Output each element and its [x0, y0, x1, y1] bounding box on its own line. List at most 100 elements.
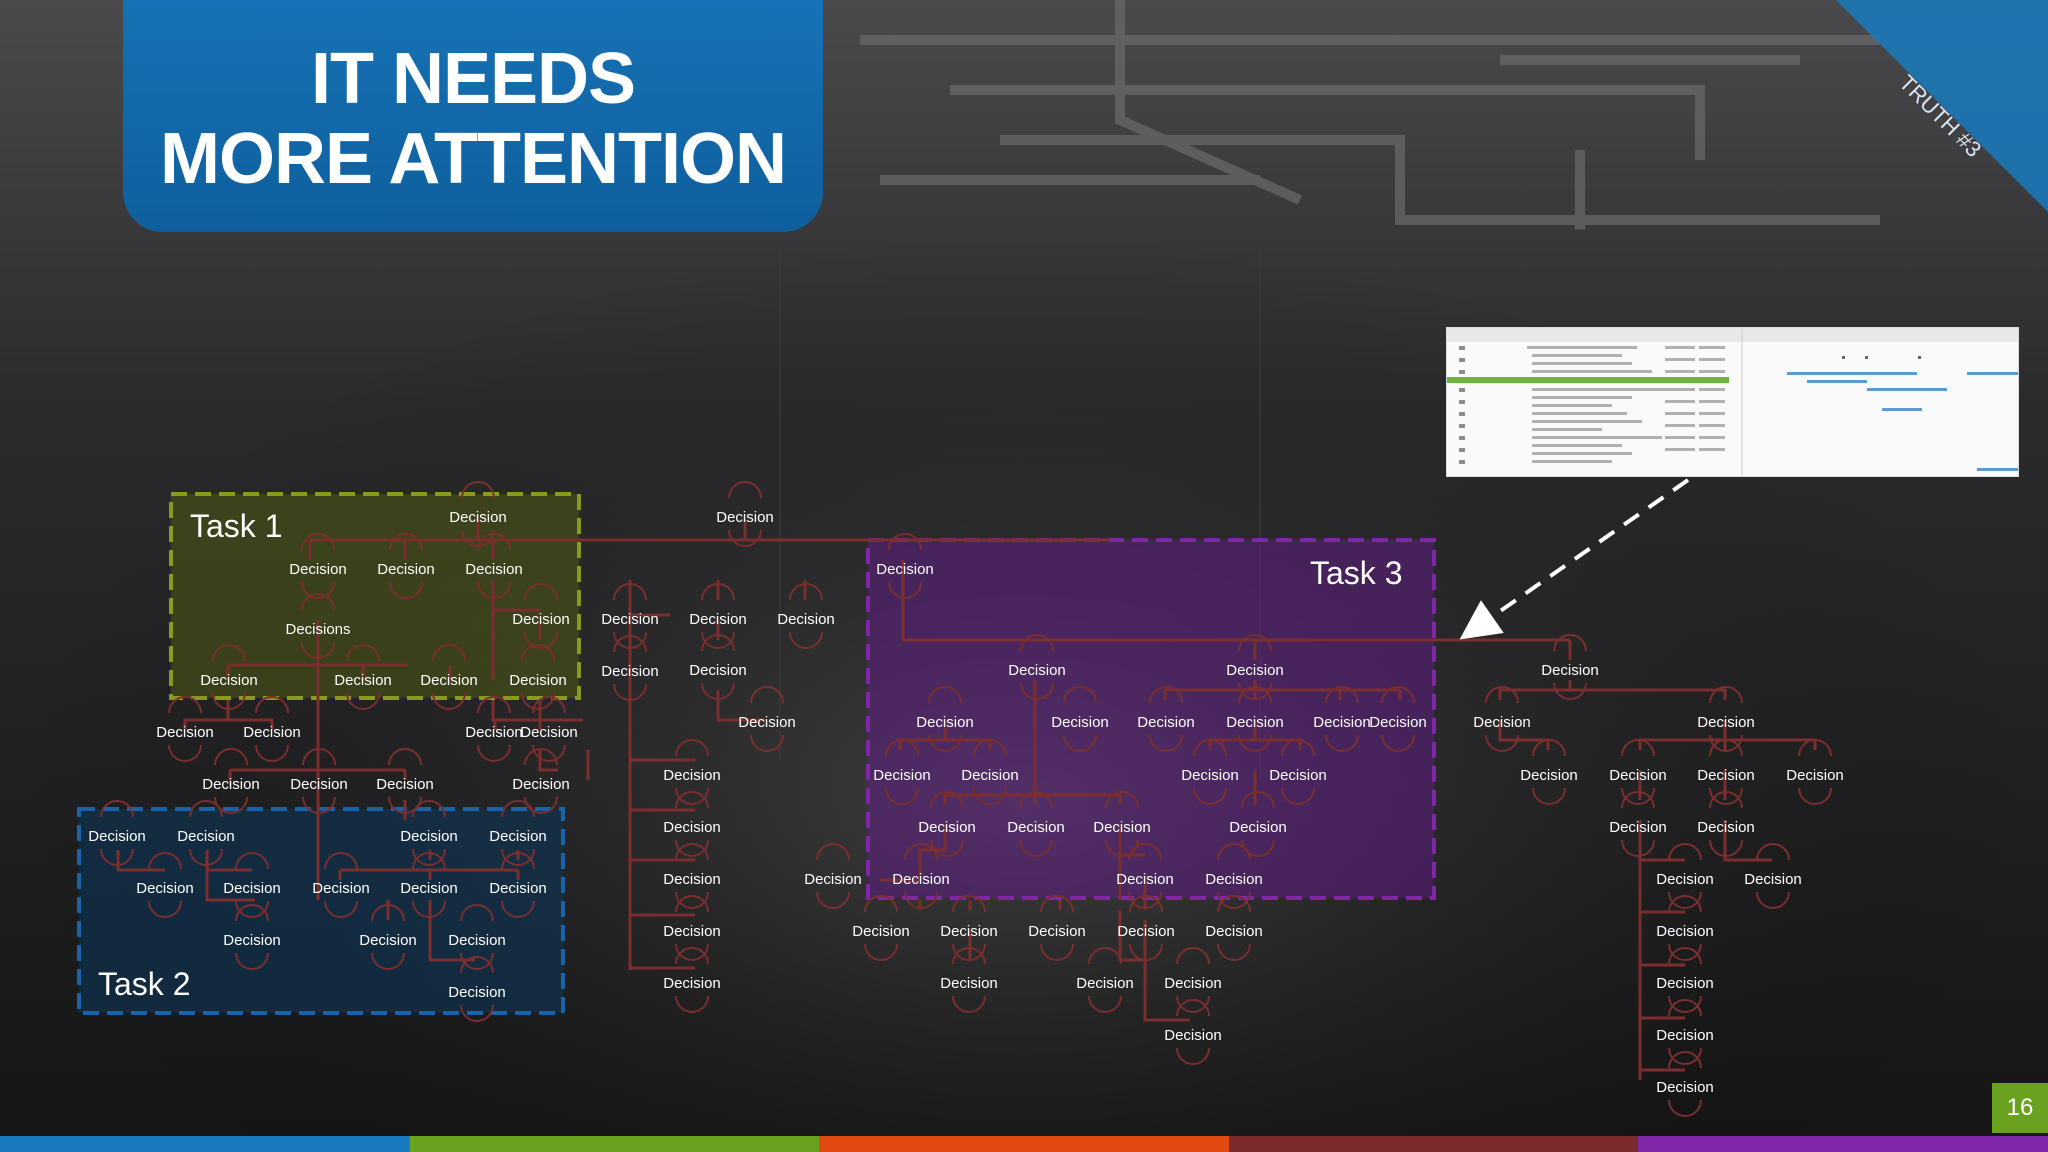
decision-node-top-arc [1553, 634, 1587, 652]
decision-node-bottom-arc [214, 796, 248, 814]
decision-node-bottom-arc [1019, 839, 1053, 857]
task1-title: Task 1 [190, 508, 282, 544]
decision-node-top-arc [750, 686, 784, 704]
decision-node-bottom-arc [1709, 787, 1743, 805]
decision-node-bottom-arc [1217, 891, 1251, 909]
decision-node-label: Decision [852, 923, 910, 940]
decision-node-label: Decision [1609, 819, 1667, 836]
decision-node-top-arc [888, 533, 922, 551]
connectors [116, 520, 1817, 1080]
decision-node-bottom-arc [1088, 995, 1122, 1013]
decision-node-label: Decision [1226, 662, 1284, 679]
decision-node-bottom-arc [816, 891, 850, 909]
decision-node-top-arc [1040, 895, 1074, 913]
decision-node-bottom-arc [1553, 682, 1587, 700]
decision-node-top-arc [412, 852, 446, 870]
decision-node-bottom-arc [100, 848, 134, 866]
gantt-chart-image [1447, 328, 2018, 476]
page-number-badge: 16 [1992, 1083, 2048, 1133]
decision-node-top-arc [1668, 947, 1702, 965]
decision-node-label: Decision [1656, 975, 1714, 992]
decision-node-bottom-arc [1063, 734, 1097, 752]
decision-node-label: Decision [243, 724, 301, 741]
decision-node-bottom-arc [930, 839, 964, 857]
decision-node-bottom-arc [1217, 943, 1251, 961]
decision-node-top-arc [189, 800, 223, 818]
decision-node-top-arc [1325, 686, 1359, 704]
decision-node-bottom-arc [728, 529, 762, 547]
decision-node-label: Decision [1697, 767, 1755, 784]
decision-node-top-arc [1128, 843, 1162, 861]
decision-node-bottom-arc [888, 581, 922, 599]
decision-node-label: Decision [940, 975, 998, 992]
decision-node-bottom-arc [301, 641, 335, 659]
decision-node-label: Decision [88, 828, 146, 845]
decision-node-label: Decision [689, 662, 747, 679]
decision-node-bottom-arc [1238, 682, 1272, 700]
decision-node-label: Decision [916, 714, 974, 731]
decision-node-top-arc [1281, 739, 1315, 757]
decision-node-label: Decision [1093, 819, 1151, 836]
decision-node-label: Decision [1541, 662, 1599, 679]
decision-node-label: Decision [1226, 714, 1284, 731]
decision-node-bottom-arc [501, 848, 535, 866]
decision-node-top-arc [675, 895, 709, 913]
decision-node-bottom-arc [1281, 787, 1315, 805]
decision-node-bottom-arc [973, 787, 1007, 805]
decision-node-bottom-arc [675, 891, 709, 909]
decision-node-top-arc [1381, 686, 1415, 704]
decision-node-bottom-arc [1668, 1047, 1702, 1065]
decision-node-label: Decision [1164, 975, 1222, 992]
decision-node-top-arc [371, 904, 405, 922]
decision-node-label: Decision [1008, 662, 1066, 679]
decision-node-top-arc [885, 739, 919, 757]
decision-node-top-arc [1668, 999, 1702, 1017]
decision-node-top-arc [1176, 947, 1210, 965]
decision-node-label: Decision [1181, 767, 1239, 784]
decision-node-label: Decision [1028, 923, 1086, 940]
decision-node-top-arc [1621, 791, 1655, 809]
bottom-bar-segment [819, 1136, 1229, 1152]
decision-node-bottom-arc [613, 631, 647, 649]
decision-node-top-arc [1238, 634, 1272, 652]
decision-node-bottom-arc [1621, 787, 1655, 805]
decision-node-label: Decision [1051, 714, 1109, 731]
decision-node-label: Decision [359, 932, 417, 949]
decision-node-label: Decision [1116, 871, 1174, 888]
decision-node-top-arc [501, 852, 535, 870]
decision-node-label: Decision [738, 714, 796, 731]
decision-node-bottom-arc [255, 744, 289, 762]
decision-node-bottom-arc [904, 891, 938, 909]
decision-node-top-arc [816, 843, 850, 861]
decision-node-bottom-arc [613, 683, 647, 701]
decision-node-bottom-arc [1532, 787, 1566, 805]
decision-node-top-arc [524, 748, 558, 766]
decision-node-top-arc [1217, 895, 1251, 913]
decision-node-bottom-arc [864, 943, 898, 961]
decision-node-top-arc [521, 644, 555, 662]
decision-node-label: Decision [334, 672, 392, 689]
decision-node-top-arc [461, 481, 495, 499]
decision-node-label: Decision [1744, 871, 1802, 888]
decision-node-bottom-arc [1129, 943, 1163, 961]
decision-node-label: Decision [376, 776, 434, 793]
decision-node-label: Decision [1656, 871, 1714, 888]
decision-node-top-arc [1621, 739, 1655, 757]
decision-node-bottom-arc [301, 581, 335, 599]
decision-node-label: Decision [465, 724, 523, 741]
decision-node-top-arc [1709, 739, 1743, 757]
decision-node-top-arc [168, 696, 202, 714]
decision-node-label: Decision [156, 724, 214, 741]
decision-node-top-arc [477, 533, 511, 551]
decision-node-bottom-arc [412, 900, 446, 918]
task2-title: Task 2 [98, 966, 190, 1002]
decision-node-top-arc [1709, 686, 1743, 704]
decision-node-top-arc [701, 634, 735, 652]
decision-node-top-arc [1176, 999, 1210, 1017]
decision-node-label: Decision [312, 880, 370, 897]
decision-node-top-arc [904, 843, 938, 861]
decision-node-bottom-arc [928, 734, 962, 752]
decision-node-label: Decision [940, 923, 998, 940]
decision-node-bottom-arc [524, 631, 558, 649]
